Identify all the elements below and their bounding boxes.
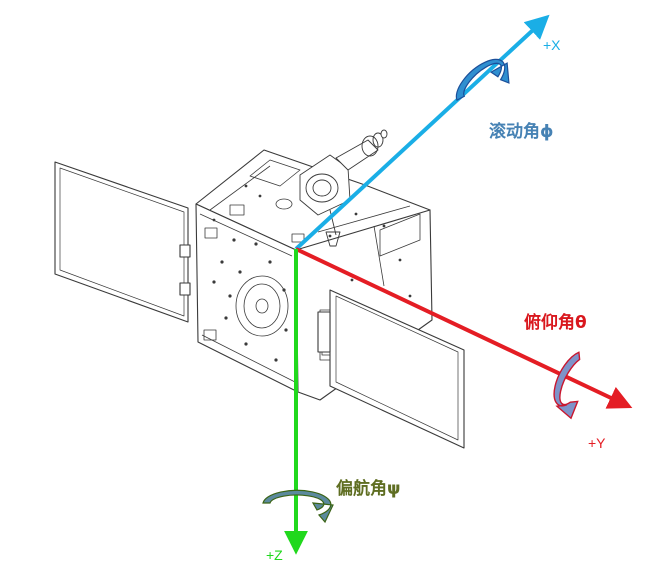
yaw-angle-label: 偏航角ψ (336, 479, 401, 499)
x-axis-label: +X (543, 37, 561, 53)
left-solar-panel (54, 161, 191, 323)
yaw-rotation-arrow (262, 489, 334, 524)
body-axes (284, 14, 633, 555)
roll-angle-label: 滚动角ϕ (489, 122, 554, 142)
satellite-body (54, 129, 465, 449)
roll-rotation-arrow (455, 58, 510, 101)
z-axis-label: +Z (266, 547, 283, 563)
pitch-rotation-arrow (553, 351, 581, 420)
x-axis-arrow (294, 14, 550, 251)
right-solar-panel (317, 289, 465, 449)
y-axis-label: +Y (588, 435, 606, 451)
pitch-angle-label: 俯仰角θ (524, 313, 587, 333)
y-axis-arrow (295, 247, 633, 409)
